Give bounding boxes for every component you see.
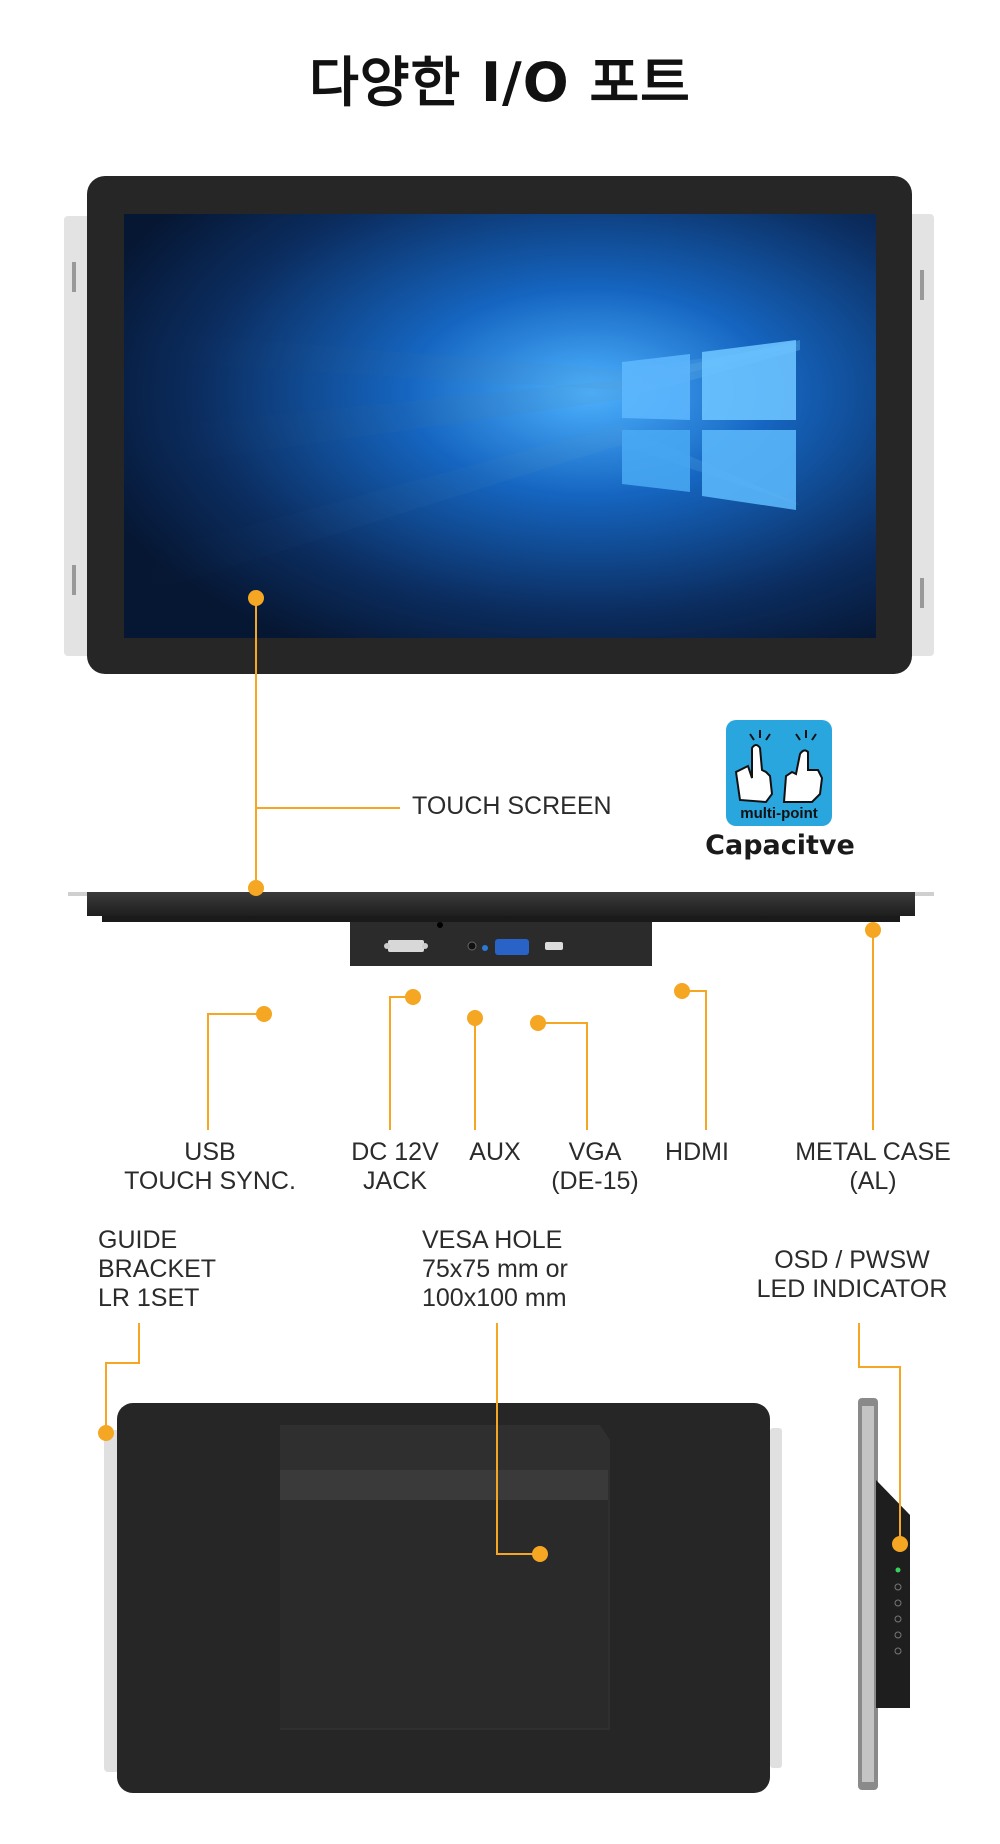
callout-dot-osd — [892, 1536, 908, 1552]
callout-dot-aux — [467, 1010, 483, 1026]
vesa-mount-plate — [280, 1470, 608, 1500]
callout-dots — [98, 590, 908, 1562]
windows-logo-icon — [622, 340, 796, 510]
label-vga: VGA(DE-15) — [551, 1138, 639, 1195]
callout-dot-vga — [530, 1015, 546, 1031]
side-profile-monitor — [68, 892, 934, 966]
badge-text: multi-point — [740, 805, 818, 822]
callout-dot-touch-profile — [248, 880, 264, 896]
vga-port — [495, 939, 529, 955]
usb-port — [388, 940, 424, 952]
back-monitor — [104, 1403, 782, 1793]
label-aux: AUX — [469, 1138, 521, 1166]
callout-lines — [105, 598, 901, 1555]
callout-dot-touch-screen — [248, 590, 264, 606]
dc-jack — [467, 941, 477, 951]
callout-dot-dc — [405, 989, 421, 1005]
label-hdmi: HDMI — [665, 1138, 729, 1166]
capacitive-caption: Capacitve — [705, 830, 855, 861]
label-metal-case: METAL CASE(AL) — [795, 1138, 951, 1195]
osd-control-box — [876, 1480, 910, 1708]
label-touch-screen: TOUCH SCREEN — [412, 792, 612, 820]
callout-dot-guide — [98, 1425, 114, 1441]
page-title: 다양한 I/O 포트 — [309, 51, 691, 114]
callout-dot-hdmi — [674, 983, 690, 999]
osd-side-view — [858, 1398, 910, 1790]
aux-port — [482, 945, 488, 951]
multi-touch-badge: multi-point — [726, 720, 832, 826]
callout-dot-usb — [256, 1006, 272, 1022]
front-monitor — [64, 176, 934, 674]
callout-dot-vesa — [532, 1546, 548, 1562]
multi-touch-hands-icon — [734, 730, 824, 804]
hdmi-port — [545, 942, 563, 950]
metal-case-profile — [87, 892, 915, 916]
callout-dot-metal-case — [865, 922, 881, 938]
